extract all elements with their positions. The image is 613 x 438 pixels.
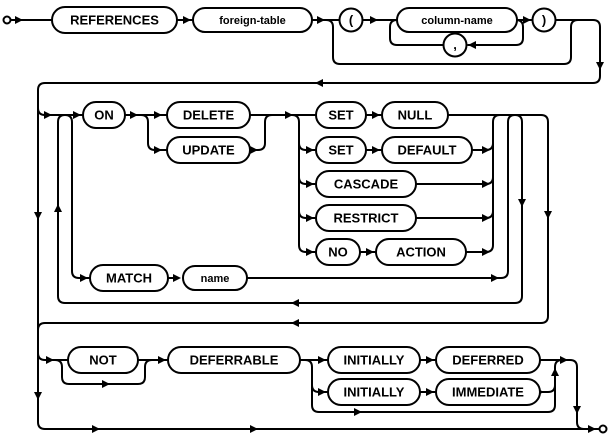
node-not: NOT: [67, 346, 139, 374]
comma-loop-line: [389, 19, 524, 46]
loop-return-line: [57, 114, 523, 304]
node-column-name: column-name: [396, 7, 518, 33]
node-comma: ,: [442, 32, 468, 58]
node-no: NO: [315, 238, 361, 266]
svg-text:ACTION: ACTION: [396, 245, 446, 260]
node-on: ON: [82, 101, 126, 129]
svg-text:RESTRICT: RESTRICT: [334, 211, 399, 226]
node-default: DEFAULT: [381, 136, 473, 164]
end-terminal: [598, 424, 608, 434]
action-branch-line: [291, 114, 317, 253]
node-cascade: CASCADE: [315, 170, 417, 198]
node-name: name: [182, 265, 248, 291]
node-open-paren: (: [338, 7, 364, 33]
svg-text:NOT: NOT: [89, 353, 117, 368]
node-close-paren: ): [531, 7, 557, 33]
svg-text:name: name: [201, 273, 230, 285]
paren-bypass-line: [325, 19, 579, 65]
svg-text:column-name: column-name: [421, 15, 493, 27]
svg-text:DEFAULT: DEFAULT: [398, 143, 457, 158]
node-restrict: RESTRICT: [315, 204, 417, 232]
svg-text:DEFERRED: DEFERRED: [452, 353, 524, 368]
node-initially-1: INITIALLY: [327, 346, 421, 374]
svg-text:INITIALLY: INITIALLY: [344, 353, 405, 368]
loop-exit-line: [37, 114, 549, 331]
svg-text:SET: SET: [328, 143, 353, 158]
node-update: UPDATE: [166, 136, 251, 164]
node-references: REFERENCES: [51, 6, 178, 34]
on-row-line: [124, 114, 317, 151]
svg-text:foreign-table: foreign-table: [219, 15, 286, 27]
svg-text:IMMEDIATE: IMMEDIATE: [452, 385, 524, 400]
node-set-1: SET: [315, 101, 367, 129]
svg-text:INITIALLY: INITIALLY: [344, 385, 405, 400]
svg-text:(: (: [349, 13, 354, 28]
svg-text:MATCH: MATCH: [106, 271, 152, 286]
svg-text:DEFERRABLE: DEFERRABLE: [190, 353, 279, 368]
node-immediate: IMMEDIATE: [435, 378, 541, 406]
action-merge-line: [415, 114, 501, 253]
node-delete: DELETE: [166, 101, 251, 129]
node-match: MATCH: [89, 264, 169, 292]
svg-text:ON: ON: [94, 108, 114, 123]
node-set-2: SET: [315, 136, 367, 164]
node-action: ACTION: [375, 238, 467, 266]
node-deferred: DEFERRED: [435, 346, 541, 374]
svg-text:,: ,: [453, 37, 457, 52]
svg-text:SET: SET: [328, 108, 353, 123]
node-deferrable: DEFERRABLE: [167, 346, 301, 374]
svg-text:REFERENCES: REFERENCES: [70, 13, 159, 28]
node-initially-2: INITIALLY: [327, 378, 421, 406]
start-terminal: [2, 15, 12, 25]
svg-text:NULL: NULL: [398, 108, 433, 123]
svg-text:DELETE: DELETE: [183, 108, 235, 123]
node-foreign-table: foreign-table: [192, 7, 313, 33]
svg-text:): ): [542, 13, 546, 28]
node-null: NULL: [381, 101, 449, 129]
svg-text:NO: NO: [328, 245, 348, 260]
svg-text:CASCADE: CASCADE: [334, 177, 399, 192]
svg-text:UPDATE: UPDATE: [182, 143, 235, 158]
